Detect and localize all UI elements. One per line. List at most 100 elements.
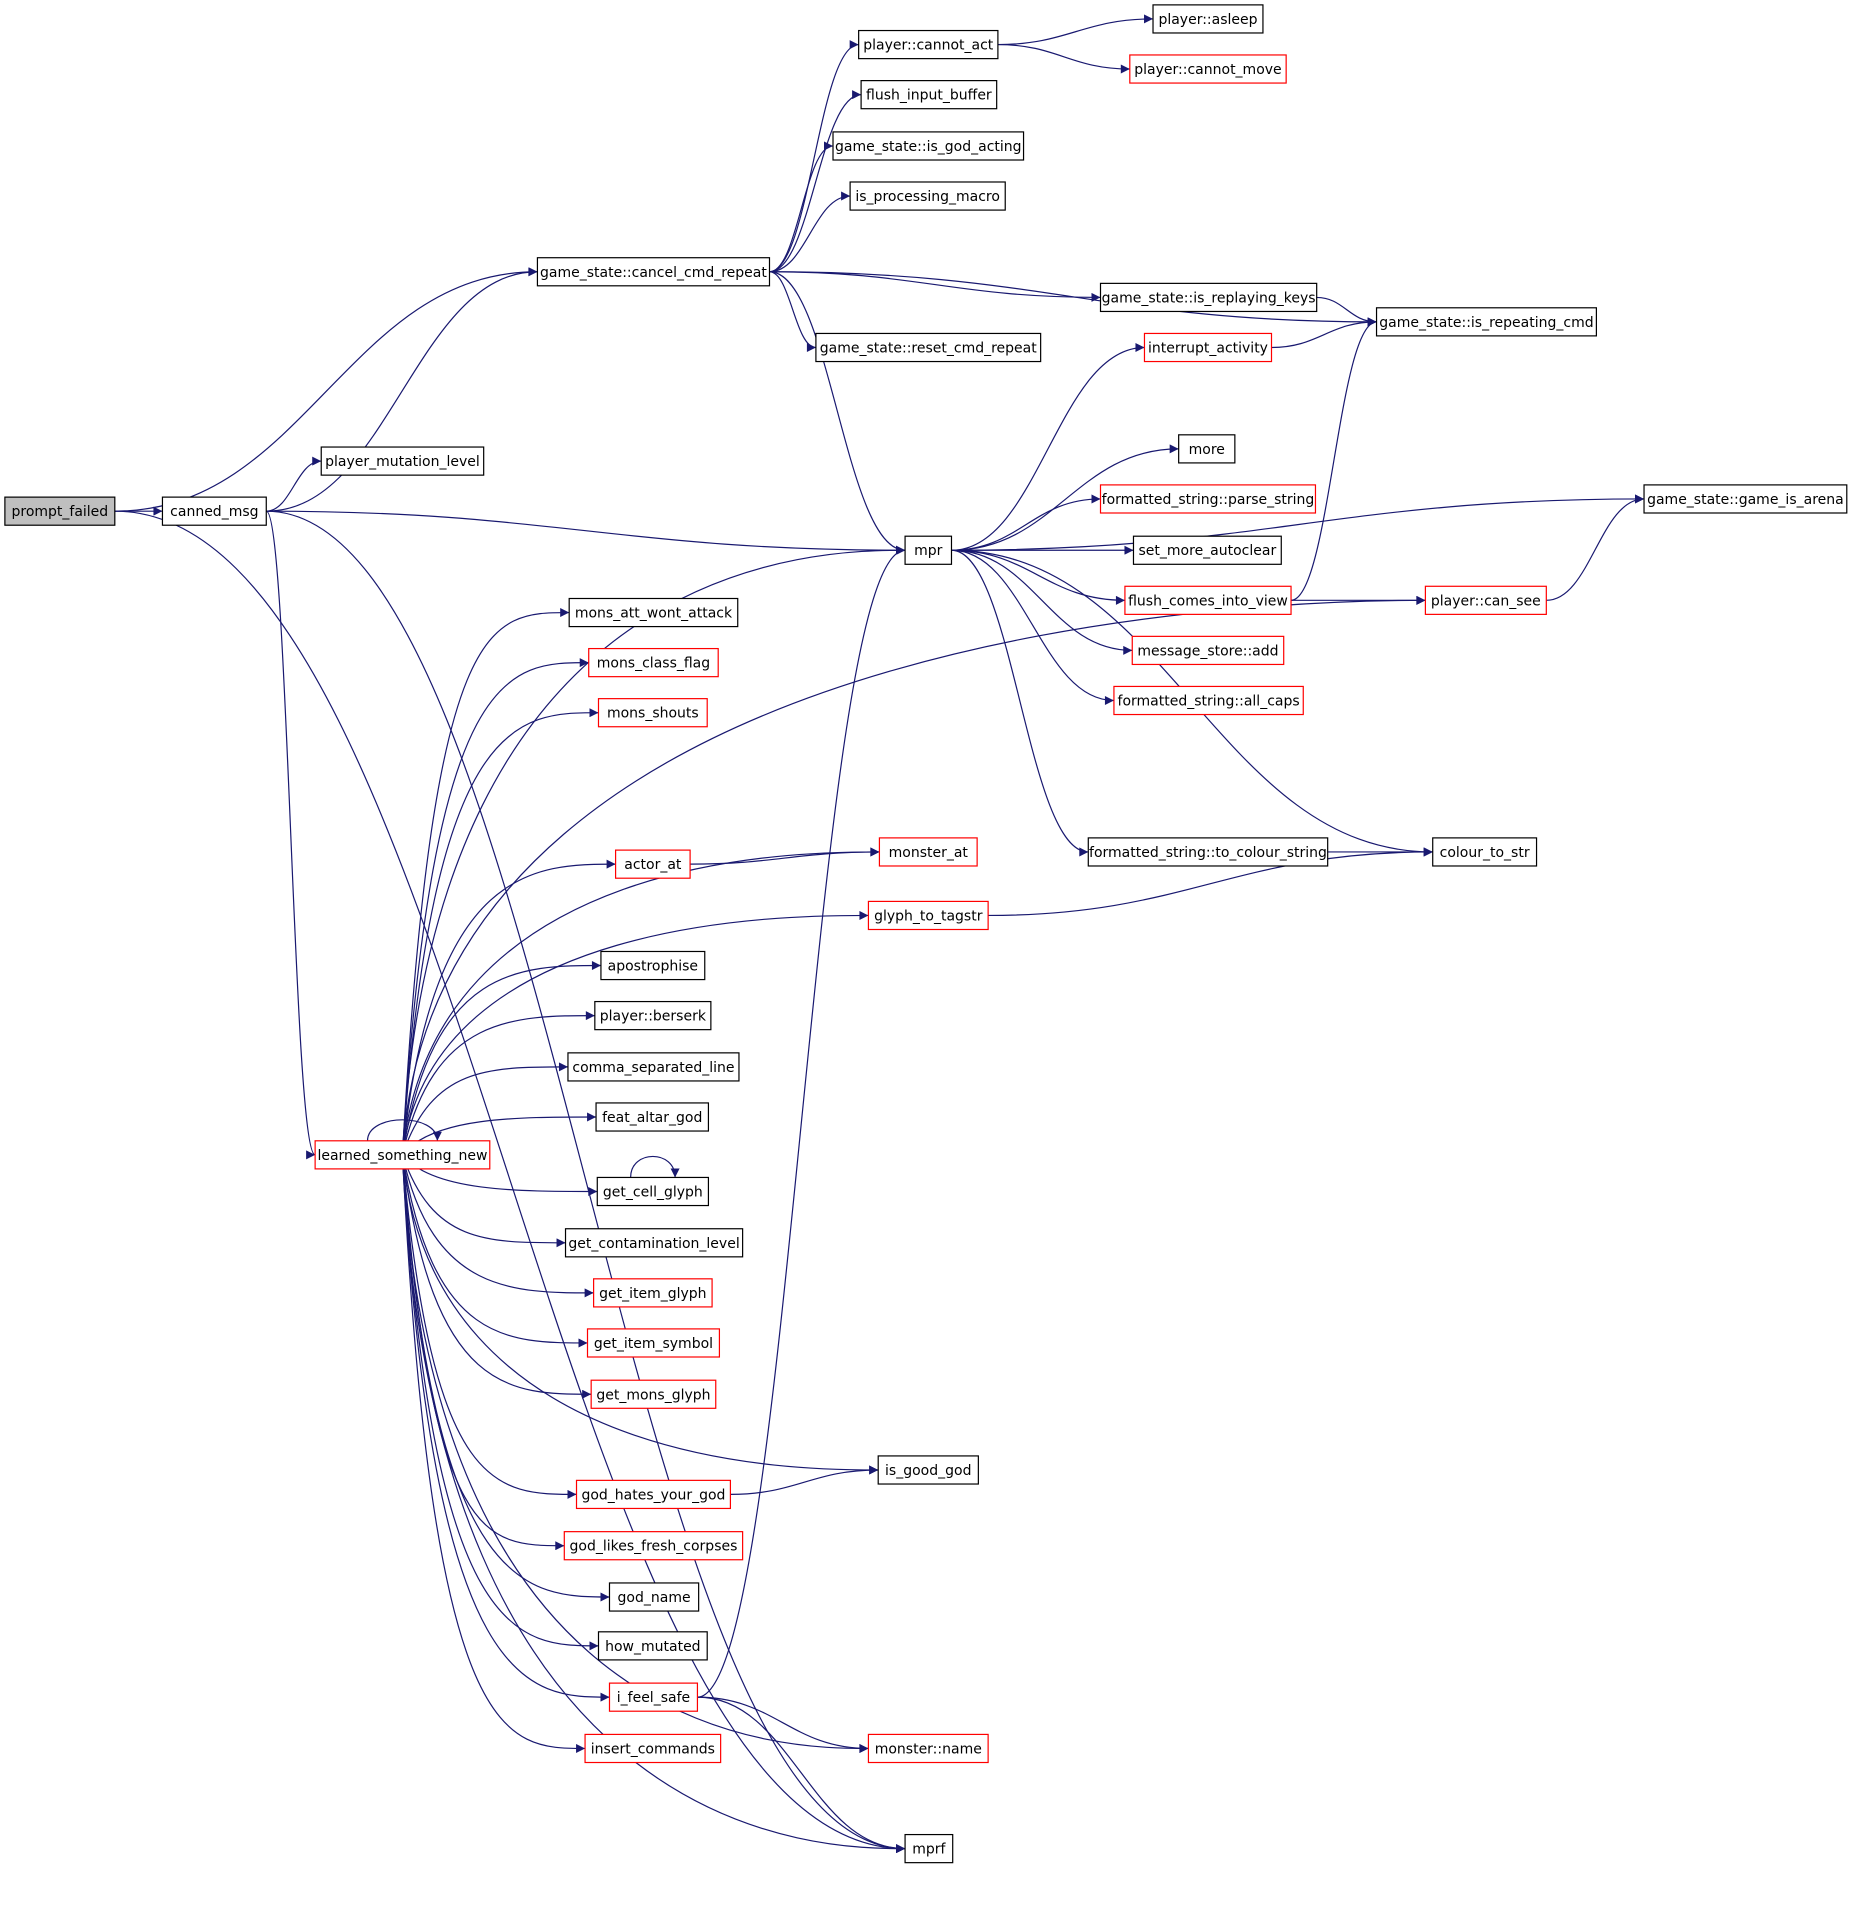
node-monster_name[interactable]: monster::name xyxy=(867,1733,989,1764)
node-cannot_act[interactable]: player::cannot_act xyxy=(858,29,999,60)
node-box-message_store_add[interactable] xyxy=(1131,635,1285,666)
node-mons_shouts[interactable]: mons_shouts xyxy=(597,698,708,728)
node-box-feat_altar_god[interactable] xyxy=(595,1102,710,1132)
node-box-to_colour_string[interactable] xyxy=(1087,837,1329,867)
node-box-get_item_glyph[interactable] xyxy=(593,1278,713,1308)
node-box-mons_att_wont_attack[interactable] xyxy=(568,597,739,628)
node-box-god_hates_your_god[interactable] xyxy=(575,1479,732,1510)
node-box-is_good_god[interactable] xyxy=(877,1455,979,1485)
node-feat_altar_god[interactable]: feat_altar_god xyxy=(595,1102,710,1132)
node-set_more_autoclear[interactable]: set_more_autoclear xyxy=(1132,535,1282,565)
node-box-monster_name[interactable] xyxy=(867,1733,989,1764)
node-insert_commands[interactable]: insert_commands xyxy=(584,1733,722,1764)
node-box-get_cell_glyph[interactable] xyxy=(596,1176,710,1207)
node-box-reset_cmd_repeat[interactable] xyxy=(815,332,1042,363)
node-box-get_item_symbol[interactable] xyxy=(586,1328,721,1358)
node-box-asleep[interactable] xyxy=(1152,4,1264,34)
node-box-canned_msg[interactable] xyxy=(161,496,267,526)
node-get_contamination_level[interactable]: get_contamination_level xyxy=(564,1228,744,1258)
node-box-mons_shouts[interactable] xyxy=(597,698,708,728)
node-message_store_add[interactable]: message_store::add xyxy=(1131,635,1285,666)
node-box-is_processing_macro[interactable] xyxy=(849,181,1006,211)
node-cannot_move[interactable]: player::cannot_move xyxy=(1129,54,1287,84)
node-box-god_likes_fresh_corpses[interactable] xyxy=(563,1531,744,1561)
node-box-berserk[interactable] xyxy=(594,1000,712,1031)
node-parse_string[interactable]: formatted_string::parse_string xyxy=(1099,484,1317,514)
node-box-how_mutated[interactable] xyxy=(597,1631,708,1661)
node-box-set_more_autoclear[interactable] xyxy=(1132,535,1282,565)
node-box-is_repeating_cmd[interactable] xyxy=(1375,307,1597,337)
node-prompt_failed[interactable]: prompt_failed xyxy=(4,496,116,526)
node-more[interactable]: more xyxy=(1178,434,1236,464)
node-god_hates_your_god[interactable]: god_hates_your_god xyxy=(575,1479,732,1510)
node-box-monster_at[interactable] xyxy=(878,837,978,867)
node-box-mons_class_flag[interactable] xyxy=(588,647,719,678)
node-berserk[interactable]: player::berserk xyxy=(594,1000,712,1031)
node-get_item_symbol[interactable]: get_item_symbol xyxy=(586,1328,721,1358)
node-box-glyph_to_tagstr[interactable] xyxy=(867,900,989,931)
node-glyph_to_tagstr[interactable]: glyph_to_tagstr xyxy=(867,900,989,931)
node-how_mutated[interactable]: how_mutated xyxy=(597,1631,708,1661)
node-god_likes_fresh_corpses[interactable]: god_likes_fresh_corpses xyxy=(563,1531,744,1561)
node-monster_at[interactable]: monster_at xyxy=(878,837,978,867)
node-is_god_acting[interactable]: game_state::is_god_acting xyxy=(832,131,1025,161)
node-colour_to_str[interactable]: colour_to_str xyxy=(1432,837,1538,867)
node-box-all_caps[interactable] xyxy=(1113,685,1304,716)
node-box-i_feel_safe[interactable] xyxy=(608,1682,699,1712)
node-mpr[interactable]: mpr xyxy=(904,535,953,565)
node-apostrophise[interactable]: apostrophise xyxy=(600,950,706,981)
node-box-god_name[interactable] xyxy=(608,1582,700,1612)
node-learned_something_new[interactable]: learned_something_new xyxy=(314,1140,491,1170)
node-box-comma_separated_line[interactable] xyxy=(567,1052,740,1082)
node-is_good_god[interactable]: is_good_god xyxy=(877,1455,979,1485)
node-box-colour_to_str[interactable] xyxy=(1432,837,1538,867)
node-box-get_mons_glyph[interactable] xyxy=(590,1379,717,1409)
node-box-flush_input_buffer[interactable] xyxy=(860,80,998,110)
node-box-get_contamination_level[interactable] xyxy=(564,1228,744,1258)
node-box-is_replaying_keys[interactable] xyxy=(1099,282,1318,313)
node-box-is_god_acting[interactable] xyxy=(832,131,1025,161)
node-i_feel_safe[interactable]: i_feel_safe xyxy=(608,1682,699,1712)
node-box-mprf[interactable] xyxy=(904,1833,954,1864)
node-to_colour_string[interactable]: formatted_string::to_colour_string xyxy=(1087,837,1329,867)
node-player_mutation_level[interactable]: player_mutation_level xyxy=(320,446,485,476)
node-get_mons_glyph[interactable]: get_mons_glyph xyxy=(590,1379,717,1409)
node-box-cannot_move[interactable] xyxy=(1129,54,1287,84)
node-box-player_mutation_level[interactable] xyxy=(320,446,485,476)
node-is_repeating_cmd[interactable]: game_state::is_repeating_cmd xyxy=(1375,307,1597,337)
node-get_item_glyph[interactable]: get_item_glyph xyxy=(593,1278,713,1308)
node-box-parse_string[interactable] xyxy=(1099,484,1317,514)
node-box-more[interactable] xyxy=(1178,434,1236,464)
node-flush_comes_into_view[interactable]: flush_comes_into_view xyxy=(1124,585,1292,615)
node-flush_input_buffer[interactable]: flush_input_buffer xyxy=(860,80,998,110)
node-box-game_is_arena[interactable] xyxy=(1643,484,1848,514)
node-all_caps[interactable]: formatted_string::all_caps xyxy=(1113,685,1304,716)
node-mons_class_flag[interactable]: mons_class_flag xyxy=(588,647,719,678)
node-is_replaying_keys[interactable]: game_state::is_replaying_keys xyxy=(1099,282,1318,313)
node-box-insert_commands[interactable] xyxy=(584,1733,722,1764)
node-asleep[interactable]: player::asleep xyxy=(1152,4,1264,34)
node-reset_cmd_repeat[interactable]: game_state::reset_cmd_repeat xyxy=(815,332,1042,363)
node-box-cancel_cmd_repeat[interactable] xyxy=(536,257,771,287)
node-mprf[interactable]: mprf xyxy=(904,1833,954,1864)
node-box-cannot_act[interactable] xyxy=(858,29,999,60)
node-box-mpr[interactable] xyxy=(904,535,953,565)
node-box-apostrophise[interactable] xyxy=(600,950,706,981)
node-box-learned_something_new[interactable] xyxy=(314,1140,491,1170)
node-box-flush_comes_into_view[interactable] xyxy=(1124,585,1292,615)
node-box-interrupt_activity[interactable] xyxy=(1143,332,1273,363)
node-mons_att_wont_attack[interactable]: mons_att_wont_attack xyxy=(568,597,739,628)
node-comma_separated_line[interactable]: comma_separated_line xyxy=(567,1052,740,1082)
node-actor_at[interactable]: actor_at xyxy=(614,849,691,879)
node-god_name[interactable]: god_name xyxy=(608,1582,700,1612)
node-game_is_arena[interactable]: game_state::game_is_arena xyxy=(1643,484,1848,514)
node-canned_msg[interactable]: canned_msg xyxy=(161,496,267,526)
node-can_see[interactable]: player::can_see xyxy=(1424,585,1547,615)
node-interrupt_activity[interactable]: interrupt_activity xyxy=(1143,332,1273,363)
node-box-actor_at[interactable] xyxy=(614,849,691,879)
node-box-can_see[interactable] xyxy=(1424,585,1547,615)
node-cancel_cmd_repeat[interactable]: game_state::cancel_cmd_repeat xyxy=(536,257,771,287)
node-get_cell_glyph[interactable]: get_cell_glyph xyxy=(596,1176,710,1207)
node-is_processing_macro[interactable]: is_processing_macro xyxy=(849,181,1006,211)
node-box-prompt_failed[interactable] xyxy=(4,496,116,526)
